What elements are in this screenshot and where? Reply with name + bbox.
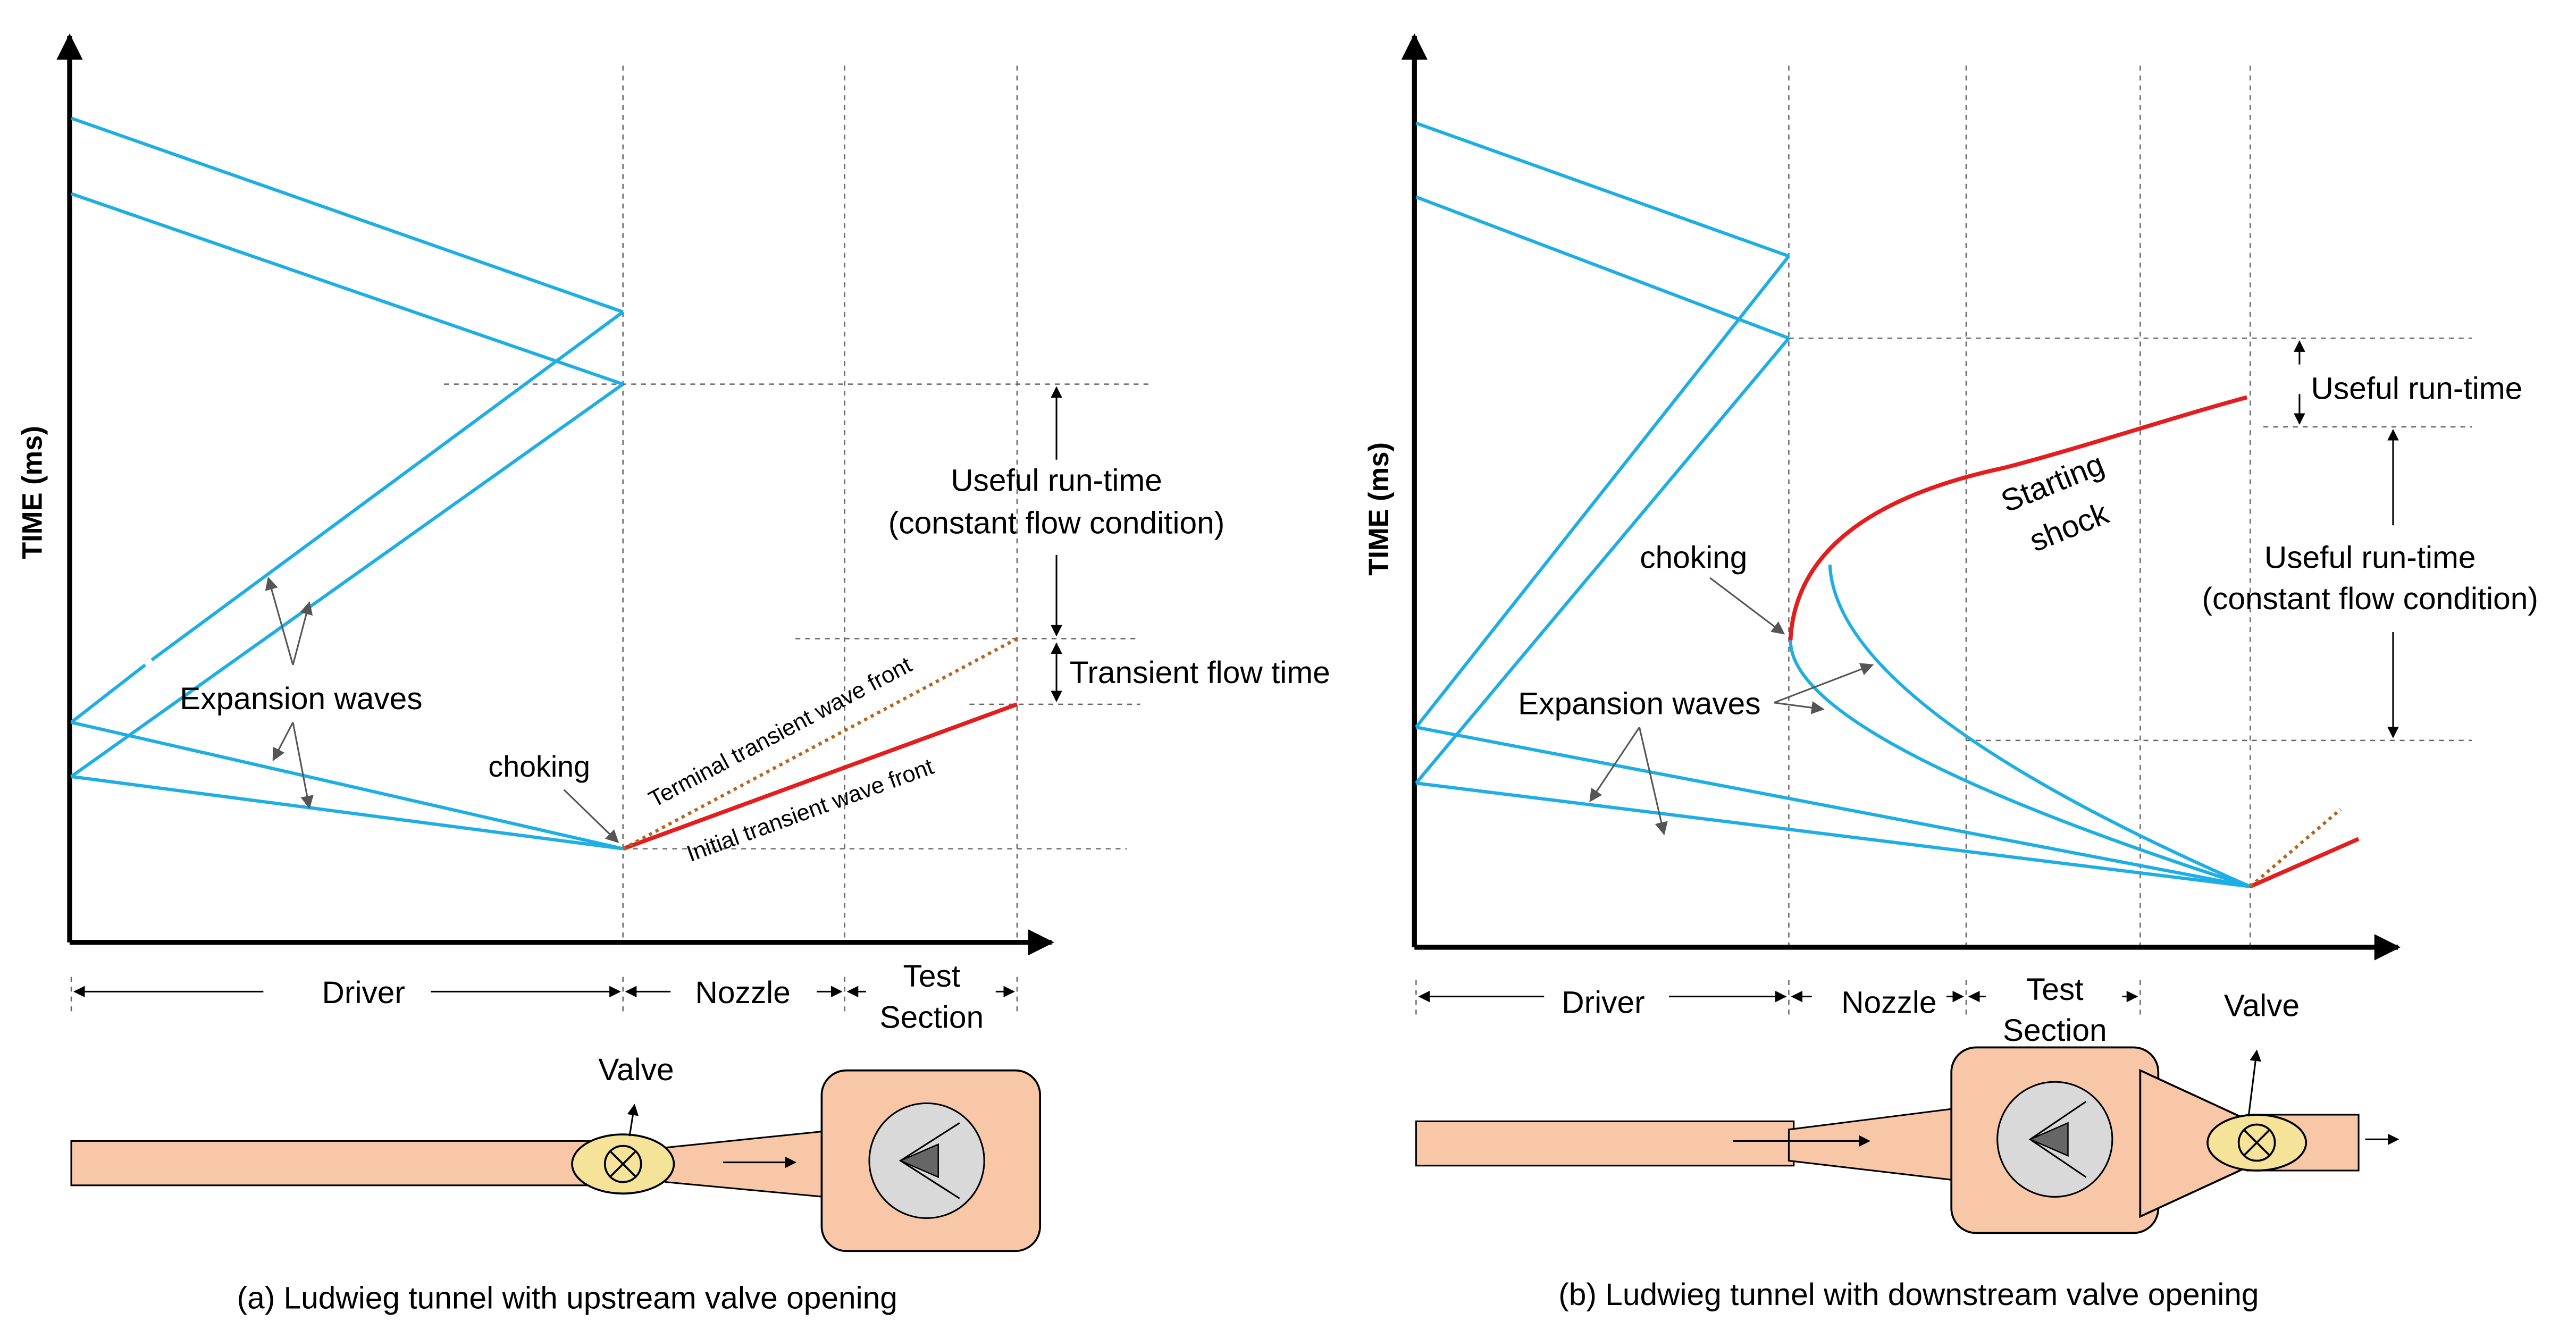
driver-label-b: Driver xyxy=(1562,986,1644,1020)
section-label-a: Section xyxy=(880,1000,984,1034)
caption-a: (a) Ludwieg tunnel with upstream valve o… xyxy=(237,1281,897,1315)
valve-pointer-a xyxy=(627,1104,639,1137)
useful-run-time-label-a: Useful run-time xyxy=(951,463,1162,498)
valve-symbol-icon-a xyxy=(603,1145,642,1183)
expansion-waves-label-b: Expansion waves xyxy=(1518,686,1760,721)
nozzle-label-a: Nozzle xyxy=(695,975,791,1010)
valve-symbol-icon-b xyxy=(2237,1123,2276,1162)
initial-transient-front-a xyxy=(622,702,1018,851)
section-label-b: Section xyxy=(2003,1013,2107,1048)
choking-label-b: choking xyxy=(1640,541,1747,575)
constant-flow-label-a: (constant flow condition) xyxy=(888,506,1225,541)
driver-tube-b xyxy=(1415,1120,1795,1167)
time-axis-label-a: TIME (ms) xyxy=(16,426,48,559)
constant-flow-label-b: (constant flow condition) xyxy=(2202,582,2538,616)
model-cone-a xyxy=(899,1143,939,1179)
tunnel-schematic-a: Valve xyxy=(70,1053,1042,1252)
test-label-b: Test xyxy=(2026,972,2084,1007)
panel-a: TIME (ms) Expansion w xyxy=(16,33,1330,1315)
terminal-transient-front-b xyxy=(2249,808,2342,888)
useful-run-time-short-label-b: Useful run-time xyxy=(2311,371,2523,406)
valve-label-b: Valve xyxy=(2224,989,2300,1023)
nozzle-b xyxy=(1788,1105,1972,1183)
expansion-wave-lines-a xyxy=(70,116,624,851)
valve-label-a: Valve xyxy=(598,1053,674,1087)
choking-label-a: choking xyxy=(488,750,590,783)
tunnel-schematic-b: Valve xyxy=(1415,989,2399,1234)
time-axis-label-b: TIME (ms) xyxy=(1363,442,1395,576)
useful-run-time-label-b: Useful run-time xyxy=(2264,541,2476,575)
panel-b: TIME (ms) choking xyxy=(1363,33,2538,1312)
nozzle-label-b: Nozzle xyxy=(1841,986,1936,1020)
nozzle-a xyxy=(665,1129,843,1200)
expansion-waves-label-a: Expansion waves xyxy=(180,681,422,716)
caption-b: (b) Ludwieg tunnel with downstream valve… xyxy=(1558,1277,2259,1312)
model-cone-b xyxy=(2028,1122,2069,1157)
terminal-transient-front-a xyxy=(622,637,1018,851)
valve-pointer-b xyxy=(2247,1049,2261,1117)
expansion-wave-lines-b xyxy=(1414,121,2251,888)
dimension-arrows-b xyxy=(2294,340,2399,738)
annotation-arrows-a xyxy=(265,576,619,844)
driver-label-a: Driver xyxy=(322,975,405,1010)
test-label-a: Test xyxy=(903,959,961,994)
initial-transient-front-b xyxy=(2249,837,2360,889)
driver-tube-a xyxy=(70,1140,614,1186)
annotation-arrows-b xyxy=(1589,577,1874,836)
starting-shock-curve-b xyxy=(1788,395,2248,641)
guide-lines-a xyxy=(70,65,1151,1013)
guide-lines-b xyxy=(1415,65,2472,1018)
transient-flow-time-label-a: Transient flow time xyxy=(1070,655,1330,690)
